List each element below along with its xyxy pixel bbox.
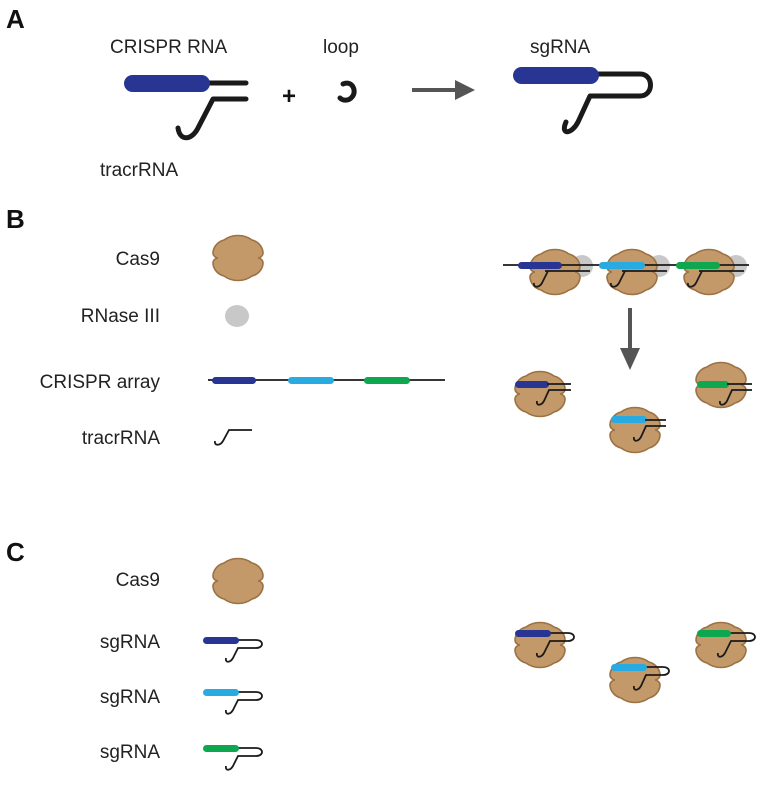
sgrna-large (513, 67, 653, 135)
panel-letter-b: B (6, 204, 25, 234)
sgrna-label-3: sgRNA (100, 742, 161, 763)
rnase-label: RNase III (81, 306, 160, 327)
crispr-rna-spacer (124, 75, 210, 92)
tracr-icon-b (214, 429, 252, 446)
sgrna-icon-light-blue (203, 689, 263, 715)
crispr-rna (124, 75, 249, 92)
cas9-icon-b (212, 234, 264, 282)
panel-letter-a: A (6, 4, 25, 34)
tracr-rna (175, 96, 249, 141)
sgrna-label-2: sgRNA (100, 687, 161, 708)
processing-complex (503, 248, 749, 296)
processed-complex-light-blue (609, 406, 666, 454)
processed-complex-dark-blue (514, 370, 571, 418)
sgrna-label-1: sgRNA (100, 632, 161, 653)
rnase-iii-icon (225, 305, 249, 327)
cas9-label-c: Cas9 (116, 570, 160, 591)
sgrna-icon-dark-blue (203, 637, 263, 663)
assembled-complex-dark-blue (514, 621, 575, 669)
cas9-icon-c (212, 557, 264, 605)
sgrna-spacer (513, 67, 599, 84)
arrow-a (412, 80, 475, 100)
arrow-down-b (620, 308, 640, 370)
assembled-complex-green (695, 621, 756, 669)
panel-letter-c: C (6, 537, 25, 567)
cas9-label-b: Cas9 (116, 249, 160, 270)
sgrna-label-a: sgRNA (530, 37, 591, 58)
loop-label: loop (323, 37, 359, 58)
loop-shape (337, 80, 357, 103)
sgrna-icon-green (203, 745, 263, 771)
tracr-label-b: tracrRNA (82, 428, 160, 449)
processed-complex-green (695, 361, 752, 409)
tracr-rna-label: tracrRNA (100, 160, 178, 181)
assembled-complex-light-blue (609, 656, 670, 704)
crispr-array (208, 377, 445, 384)
crispr-array-label: CRISPR array (40, 372, 161, 393)
plus-sign: + (282, 83, 296, 110)
crispr-rna-label: CRISPR RNA (110, 37, 228, 58)
